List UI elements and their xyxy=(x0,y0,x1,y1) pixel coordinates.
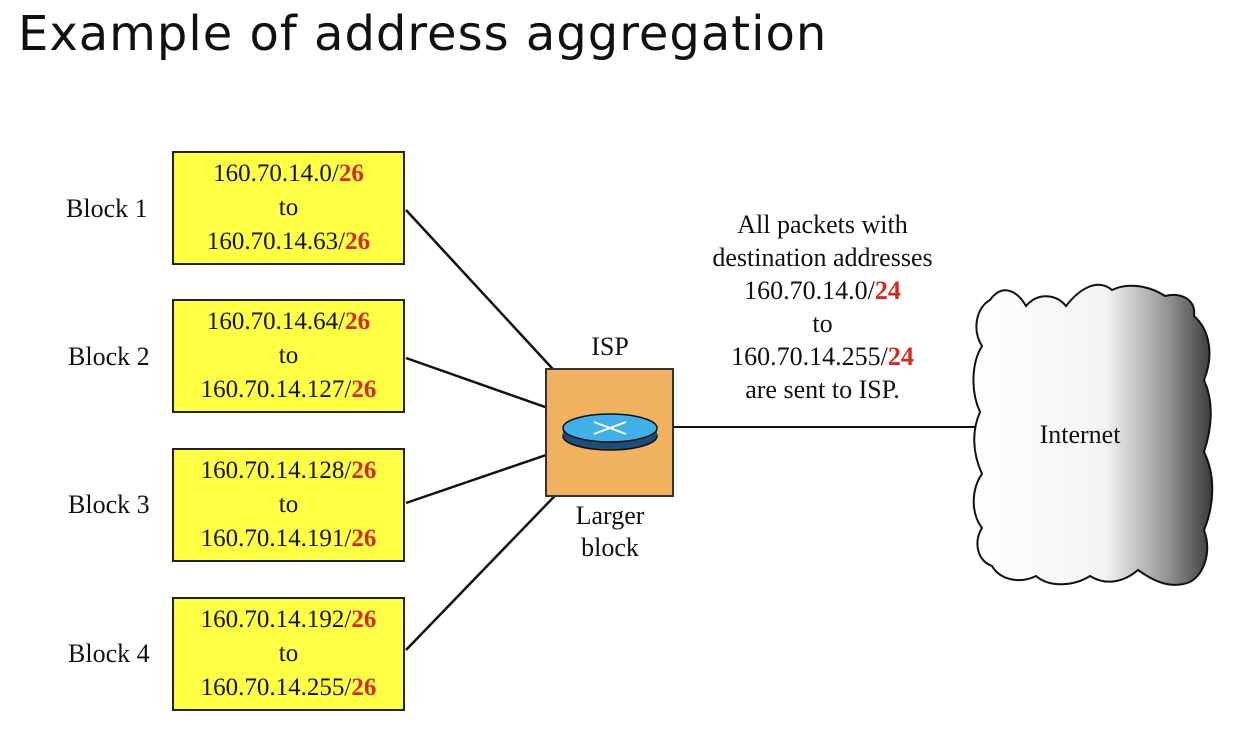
block-1-start: 160.70.14.0/26 xyxy=(213,157,364,191)
block-1-end-address: 160.70.14.63/ xyxy=(206,228,346,255)
block-1-to: to xyxy=(278,194,299,221)
info-end-address: 160.70.14.255/ xyxy=(731,342,888,371)
info-line6: are sent to ISP. xyxy=(745,375,900,404)
block-2-box: 160.70.14.64/26 to 160.70.14.127/26 xyxy=(172,299,405,413)
block-2-end-address: 160.70.14.127/ xyxy=(200,376,352,403)
block-2-start: 160.70.14.64/26 xyxy=(207,305,370,339)
block-2-end-prefix: 26 xyxy=(351,376,377,403)
block-2-to: to xyxy=(278,342,299,369)
block-4-end: 160.70.14.255/26 xyxy=(201,671,377,705)
block-1-end: 160.70.14.63/26 xyxy=(207,225,370,259)
block-4-end-prefix: 26 xyxy=(351,674,377,701)
block-4-end-address: 160.70.14.255/ xyxy=(200,674,352,701)
block-4-start: 160.70.14.192/26 xyxy=(201,603,377,637)
internet-label: Internet xyxy=(1039,420,1121,449)
block-3-start: 160.70.14.128/26 xyxy=(201,454,377,488)
block-4-start-address: 160.70.14.192/ xyxy=(200,606,352,633)
block-3-end: 160.70.14.191/26 xyxy=(201,522,377,556)
info-line2: destination addresses xyxy=(712,243,933,272)
block-3-start-address: 160.70.14.128/ xyxy=(200,457,352,484)
block-3-end-address: 160.70.14.191/ xyxy=(200,525,352,552)
block-1-start-prefix: 26 xyxy=(338,160,364,187)
isp-label: ISP xyxy=(591,332,629,361)
block-1-start-address: 160.70.14.0/ xyxy=(213,160,339,187)
block-4-box: 160.70.14.192/26 to 160.70.14.255/26 xyxy=(172,597,405,711)
block-4-to: to xyxy=(278,640,299,667)
block-3-end-prefix: 26 xyxy=(351,525,377,552)
block-1-box: 160.70.14.0/26 to 160.70.14.63/26 xyxy=(172,151,405,265)
isp-caption-line1: Larger xyxy=(575,501,645,530)
internet-cloud xyxy=(972,283,1214,586)
info-start: 160.70.14.0/24 xyxy=(670,274,975,307)
info-end-prefix: 24 xyxy=(887,342,914,371)
page-title: Example of address aggregation xyxy=(18,6,828,62)
info-to: to xyxy=(812,309,833,338)
info-line1: All packets with xyxy=(737,210,908,239)
block-3-start-prefix: 26 xyxy=(351,457,377,484)
block-3-box: 160.70.14.128/26 to 160.70.14.191/26 xyxy=(172,448,405,562)
block-3-to: to xyxy=(278,491,299,518)
isp-caption: Larger block xyxy=(560,500,660,564)
aggregation-info: All packets with destination addresses 1… xyxy=(670,208,975,406)
block-1-end-prefix: 26 xyxy=(345,228,371,255)
info-start-address: 160.70.14.0/ xyxy=(744,276,875,305)
block-2-label: Block 2 xyxy=(68,342,150,371)
block-4-label: Block 4 xyxy=(68,639,150,668)
isp-caption-line2: block xyxy=(581,533,639,562)
block-4-start-prefix: 26 xyxy=(351,606,377,633)
block-2-end: 160.70.14.127/26 xyxy=(201,373,377,407)
block-1-label: Block 1 xyxy=(66,194,148,223)
block-3-label: Block 3 xyxy=(68,490,150,519)
block-2-start-prefix: 26 xyxy=(345,308,371,335)
info-start-prefix: 24 xyxy=(874,276,901,305)
block-2-start-address: 160.70.14.64/ xyxy=(206,308,346,335)
router-icon xyxy=(562,413,658,451)
info-end: 160.70.14.255/24 xyxy=(670,340,975,373)
